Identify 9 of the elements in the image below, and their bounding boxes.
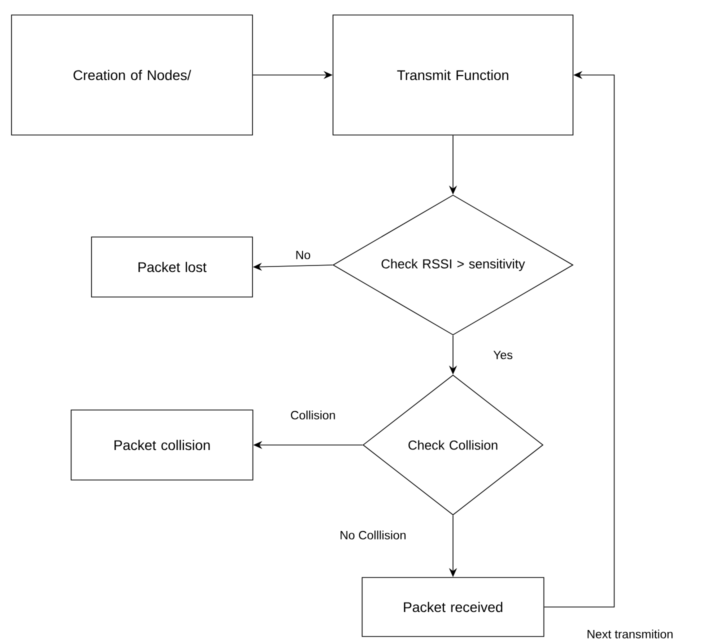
- process-box: Creation of Nodes/: [11, 14, 253, 136]
- process-box: Packet lost: [91, 236, 253, 298]
- process-box: Transmit Function: [332, 14, 574, 136]
- edge-label: Next transmition: [586, 628, 674, 640]
- process-box: Packet received: [362, 577, 544, 637]
- edge-label: No Colllision: [338, 530, 408, 540]
- process-box: Packet collision: [70, 410, 254, 480]
- edge-label: Collision: [289, 410, 337, 420]
- edge-label: Yes: [492, 350, 514, 360]
